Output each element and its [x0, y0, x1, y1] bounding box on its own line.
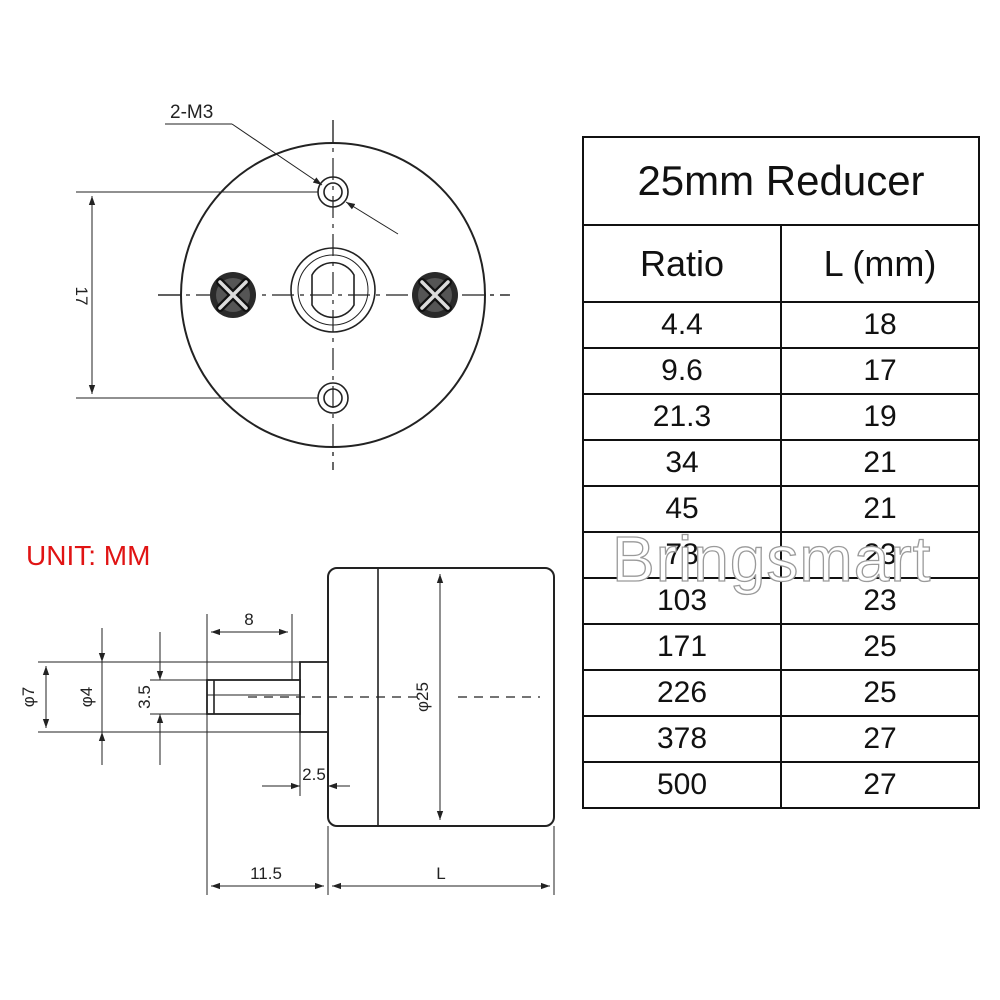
flat-dimension [150, 632, 207, 765]
length-cell: 25 [780, 669, 980, 717]
length-cell: 23 [780, 577, 980, 625]
boss-dimension [262, 732, 350, 796]
length-cell: 18 [780, 301, 980, 349]
shaft-d-profile [311, 261, 355, 319]
ratio-cell: 21.3 [582, 393, 782, 441]
shaft-extension-label: 11.5 [250, 864, 282, 883]
ratio-cell: 500 [582, 761, 782, 809]
hole-callout-label: 2-M3 [170, 102, 213, 123]
outer-shaft-diameter-dimension [38, 661, 300, 733]
ratio-cell: 171 [582, 623, 782, 671]
front-body-circle [180, 142, 486, 448]
bottom-dimensions [211, 826, 555, 895]
length-cell: 27 [780, 715, 980, 763]
screw-right-icon [412, 272, 458, 318]
boss-dimension-label: 2.5 [302, 765, 326, 784]
ratio-cell: 78 [582, 531, 782, 579]
length-cell: 27 [780, 761, 980, 809]
header-length: L (mm) [780, 224, 980, 303]
ratio-cell: 378 [582, 715, 782, 763]
length-cell: 21 [780, 439, 980, 487]
unit-label: UNIT: MM [26, 540, 151, 571]
ratio-cell: 226 [582, 669, 782, 717]
flat-dimension-label: 3.5 [135, 685, 154, 709]
boss-inner-circle [297, 254, 369, 326]
front-view: 2-M3 17 [72, 102, 510, 470]
length-cell: 25 [780, 623, 980, 671]
ratio-cell: 103 [582, 577, 782, 625]
hole-spacing-dimension [76, 191, 318, 399]
ratio-cell: 45 [582, 485, 782, 533]
ratio-cell: 9.6 [582, 347, 782, 395]
hole-callout-leader [165, 123, 399, 235]
shaft-diameter-label: φ4 [77, 687, 96, 707]
body-diameter-label: φ25 [413, 682, 432, 712]
length-cell: 19 [780, 393, 980, 441]
hole-spacing-label: 17 [72, 287, 91, 306]
length-cell: 23 [780, 531, 980, 579]
screw-left-icon [210, 272, 256, 318]
side-view: φ25 8 φ7 φ4 3.5 [19, 567, 555, 895]
ratio-cell: 4.4 [582, 301, 782, 349]
header-ratio: Ratio [582, 224, 782, 303]
table-header-row: Ratio L (mm) [582, 224, 980, 303]
length-cell: 21 [780, 485, 980, 533]
table-title: 25mm Reducer [582, 136, 980, 226]
table-title-row: 25mm Reducer [582, 136, 980, 226]
outer-shaft-diameter-label: φ7 [19, 687, 38, 707]
length-cell: 17 [780, 347, 980, 395]
ratio-cell: 34 [582, 439, 782, 487]
body-length-label: L [436, 864, 445, 883]
shaft-length-dimension [206, 614, 293, 895]
shaft-length-label: 8 [244, 610, 253, 629]
boss-circle [290, 247, 376, 333]
